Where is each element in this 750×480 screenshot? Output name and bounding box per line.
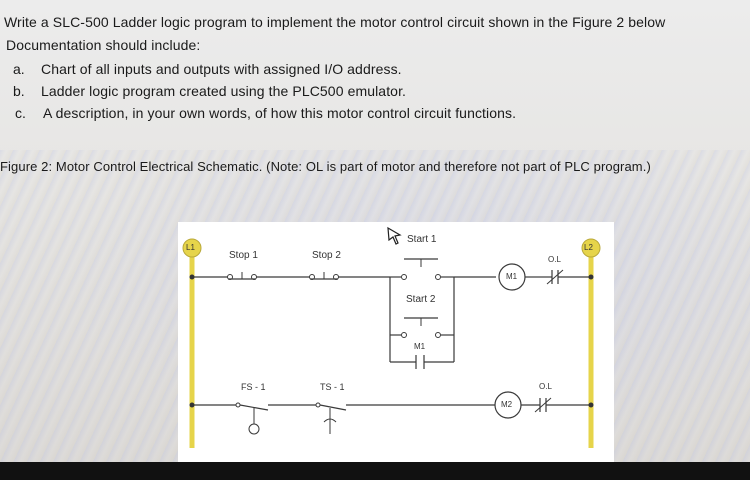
figure-caption: Figure 2: Motor Control Electrical Schem…	[0, 159, 651, 174]
fs1-label: FS - 1	[241, 382, 266, 392]
list-letter-b: b.	[13, 83, 25, 99]
list-letter-a: a.	[13, 61, 25, 77]
stop1-label: Stop 1	[229, 250, 258, 261]
l2-label: L2	[584, 243, 593, 252]
start2-label: Start 2	[406, 294, 436, 305]
m2-coil-label: M2	[501, 400, 513, 409]
list-letter-c: c.	[15, 105, 26, 121]
ol-bottom-contact	[534, 397, 552, 413]
ts1-label: TS - 1	[320, 382, 345, 392]
schematic-drawing	[182, 238, 601, 448]
l1-marker	[182, 238, 202, 258]
list-item-c: A description, in your own words, of how…	[43, 105, 517, 121]
ol-top-label: O.L	[548, 255, 561, 264]
bottom-black-bar	[0, 462, 750, 480]
list-item-a: Chart of all inputs and outputs with ass…	[41, 61, 402, 77]
ol-top-contact	[546, 269, 564, 285]
instruction-line-2: Documentation should include:	[6, 37, 201, 53]
fs1-switch	[239, 404, 269, 411]
l1-label: L1	[186, 243, 195, 252]
list-item-b: Ladder logic program created using the P…	[41, 83, 407, 99]
instruction-line-1: Write a SLC-500 Ladder logic program to …	[4, 14, 666, 30]
motor-control-schematic: L1 L2 Stop 1 Stop 2 Start 1 Start 2 M1 M…	[178, 222, 614, 462]
stop2-label: Stop 2	[312, 250, 341, 261]
mouse-cursor-icon	[387, 226, 402, 245]
ol-bottom-label: O.L	[539, 382, 552, 391]
ts1-switch	[319, 404, 347, 411]
m1-coil-label: M1	[506, 272, 518, 281]
m1-contact-label: M1	[414, 342, 426, 351]
l2-marker	[581, 238, 601, 258]
start1-label: Start 1	[407, 234, 437, 245]
